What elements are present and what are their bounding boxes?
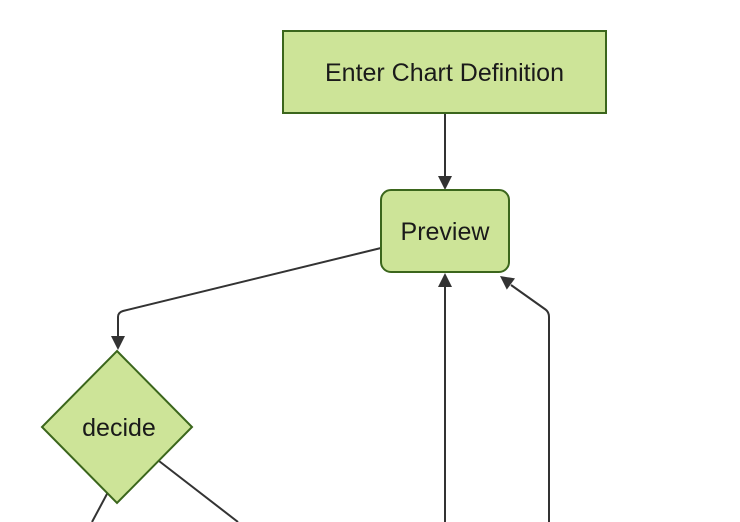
arrowhead-into-preview-top	[438, 176, 452, 190]
node-decide-label: decide	[82, 414, 156, 442]
node-preview	[380, 189, 510, 273]
edge-offscreen-to-preview-corner	[510, 284, 550, 522]
edge-decide-to-offscreen-right	[158, 460, 239, 522]
node-enter-chart-definition	[282, 30, 607, 114]
arrowhead-into-decide-top	[111, 336, 125, 350]
arrowhead-into-preview-bottom	[438, 273, 452, 287]
arrowhead-into-preview-corner	[500, 276, 515, 290]
edge-preview-to-decide	[117, 247, 382, 338]
node-enter-chart-definition-label: Enter Chart Definition	[325, 59, 564, 87]
node-preview-label: Preview	[401, 218, 491, 246]
node-decide	[40, 349, 194, 505]
edge-decide-to-offscreen-left	[91, 492, 109, 522]
